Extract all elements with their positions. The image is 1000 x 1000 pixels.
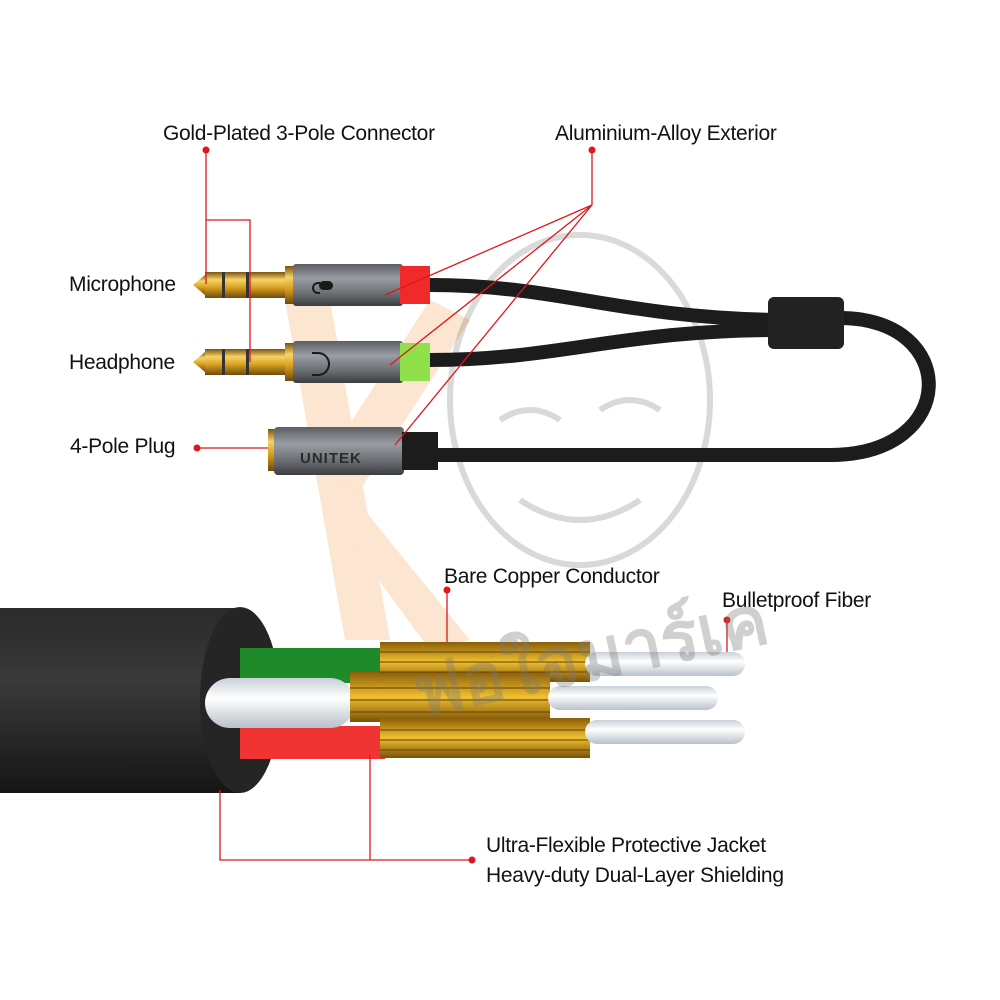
leader-dots	[193, 146, 731, 864]
headphone-plug	[193, 341, 430, 383]
label-gold-plated-connector: Gold-Plated 3-Pole Connector	[163, 122, 435, 145]
label-bulletproof-fiber: Bulletproof Fiber	[722, 589, 871, 612]
splitter-body	[768, 297, 844, 349]
label-four-pole-plug: 4-Pole Plug	[70, 435, 176, 458]
label-bare-copper-conductor: Bare Copper Conductor	[444, 565, 660, 588]
leader-lines	[197, 150, 728, 861]
label-microphone: Microphone	[69, 273, 176, 296]
label-protective-jacket: Ultra-Flexible Protective Jacket	[486, 834, 766, 857]
label-aluminium-alloy-exterior: Aluminium-Alloy Exterior	[555, 122, 777, 145]
label-headphone: Headphone	[69, 351, 175, 374]
label-dual-layer-shielding: Heavy-duty Dual-Layer Shielding	[486, 864, 784, 887]
cable-cross-section	[0, 607, 745, 793]
watermark-face	[447, 232, 713, 568]
headphone-icon	[312, 352, 330, 376]
y-splitter-cables	[423, 278, 936, 462]
microphone-icon	[312, 278, 334, 294]
brand-logo: UNITEK	[300, 450, 362, 467]
four-pole-socket	[268, 427, 438, 475]
microphone-plug	[193, 264, 430, 306]
